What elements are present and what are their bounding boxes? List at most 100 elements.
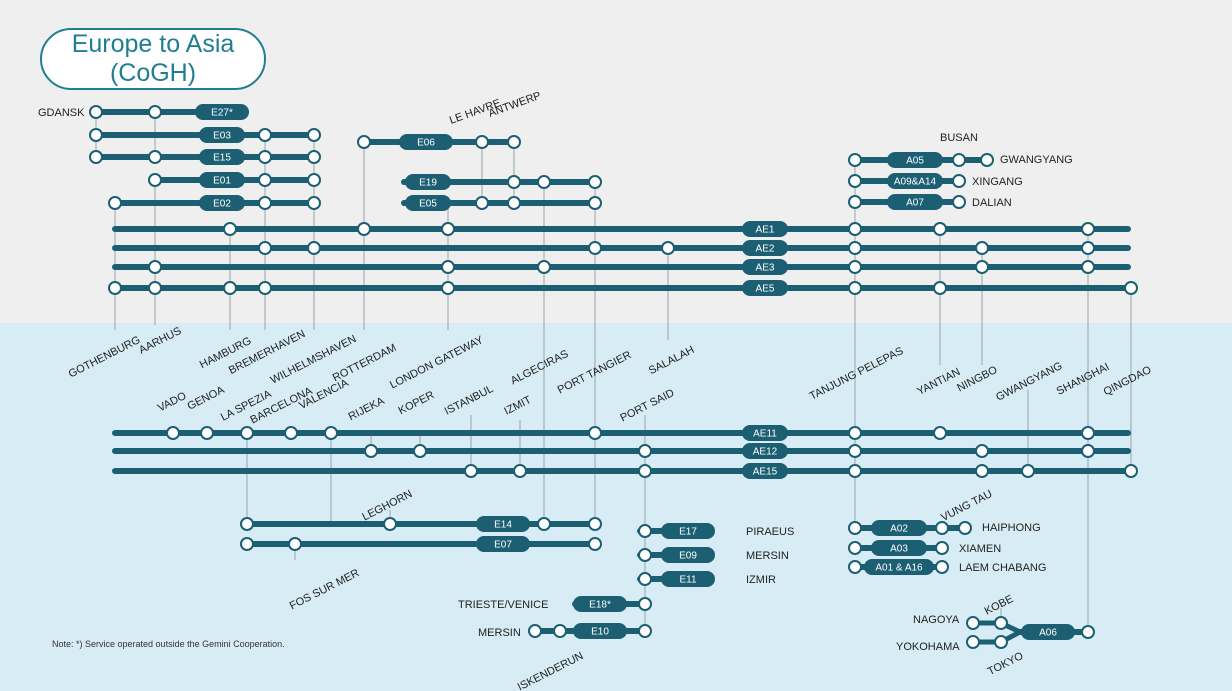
service-pill-shape [742,443,788,459]
service-e09-pill[interactable]: E09 [661,547,715,563]
service-e11-pill[interactable]: E11 [661,571,715,587]
service-ae2-station-6 [975,241,989,255]
service-ae12-station-2 [413,444,427,458]
service-ae5-station-3 [223,281,237,295]
service-e10-pill[interactable]: E10 [573,623,627,639]
service-ae12-station-5 [975,444,989,458]
service-e01-station-2 [258,173,272,187]
service-ae12-pill[interactable]: AE12 [742,443,788,459]
service-ae2-pill[interactable]: AE2 [742,240,788,256]
service-label: A09&A14 [894,177,937,188]
service-pill-shape [661,523,715,539]
service-ae11-station-3 [240,426,254,440]
service-a09-pill[interactable]: A09&A14 [887,173,943,189]
service-ae1-station-4 [848,222,862,236]
port-label-haiphong: HAIPHONG [982,522,1041,534]
service-label: E11 [679,575,696,586]
port-label-gwangyang-mid: GWANGYANG [994,360,1064,404]
service-ae11-station-9 [1081,426,1095,440]
service-e14-station-4 [588,517,602,531]
service-a03-pill[interactable]: A03 [871,540,927,556]
port-label-yokohama: YOKOHAMA [896,641,960,653]
service-ae15-station-3 [638,464,652,478]
port-label-izmir: IZMIR [746,574,776,586]
service-e27-pill[interactable]: E27* [195,104,249,120]
service-a07-pill[interactable]: A07 [887,194,943,210]
service-pill-shape [1021,624,1075,640]
service-ae12-station-3 [638,444,652,458]
port-label-gothenburg: GOTHENBURG [67,334,143,380]
service-e06-station-1 [357,135,371,149]
service-ae15-station-4 [848,464,862,478]
service-e15-pill[interactable]: E15 [199,149,245,165]
service-ae15-pill[interactable]: AE15 [742,463,788,479]
service-ae11-station-5 [324,426,338,440]
service-a05-pill[interactable]: A05 [887,152,943,168]
service-a01-station-1 [848,560,862,574]
service-ae12-station-4 [848,444,862,458]
service-e18-station-1 [638,597,652,611]
service-e17-pill[interactable]: E17 [661,523,715,539]
port-label-kobe: KOBE [983,593,1016,618]
port-label-yantian: YANTIAN [915,366,962,398]
service-pill-shape [742,463,788,479]
port-label-port-said: PORT SAID [618,387,676,424]
service-a09-station-1 [848,174,862,188]
service-a03-station-1 [848,541,862,555]
footnote: Note: *) Service operated outside the Ge… [52,639,285,649]
service-a01-pill[interactable]: A01 & A16 [864,559,934,575]
service-pill-shape [887,173,943,189]
service-label: E10 [591,627,609,638]
service-ae11-pill[interactable]: AE11 [742,425,788,441]
service-ae1-station-3 [441,222,455,236]
service-e07-station-3 [588,537,602,551]
service-e06-station-2 [475,135,489,149]
port-label-xingang: XINGANG [972,176,1023,188]
service-e02-station-3 [307,196,321,210]
service-e14-pill[interactable]: E14 [476,516,530,532]
service-e15-station-2 [148,150,162,164]
service-ae2-station-7 [1081,241,1095,255]
service-e17-station-1 [638,524,652,538]
port-label-koper: KOPER [397,389,437,417]
service-a06-pill[interactable]: A06 [1021,624,1075,640]
service-e06-station-3 [507,135,521,149]
service-label: A07 [906,198,924,209]
service-e05-pill[interactable]: E05 [405,195,451,211]
service-e02-station-1 [108,196,122,210]
service-pill-shape [742,280,788,296]
service-e01-station-1 [148,173,162,187]
service-e05-station-3 [588,196,602,210]
service-ae5-pill[interactable]: AE5 [742,280,788,296]
service-e15-station-4 [307,150,321,164]
service-a02-pill[interactable]: A02 [871,520,927,536]
service-e10-station-2 [553,624,567,638]
service-e07-pill[interactable]: E07 [476,536,530,552]
service-a07-station-2 [952,195,966,209]
service-e01-pill[interactable]: E01 [199,172,245,188]
service-a01-station-2 [935,560,949,574]
service-e18-pill[interactable]: E18* [573,596,627,612]
service-label: E05 [419,199,437,210]
service-ae11-station-6 [588,426,602,440]
service-pill-shape [742,259,788,275]
service-ae5-station-1 [108,281,122,295]
service-pill-shape [864,559,934,575]
service-ae3-pill[interactable]: AE3 [742,259,788,275]
service-e19-pill[interactable]: E19 [405,174,451,190]
service-ae1-station-6 [1081,222,1095,236]
service-ae2-station-1 [258,241,272,255]
service-e03-pill[interactable]: E03 [199,127,245,143]
service-ae1-pill[interactable]: AE1 [742,221,788,237]
service-label: E02 [213,199,231,210]
port-label-laem-chabang: LAEM CHABANG [959,562,1046,574]
service-e03-station-1 [89,128,103,142]
service-e06-pill[interactable]: E06 [399,134,453,150]
service-e07-station-2 [288,537,302,551]
service-pill-shape [742,240,788,256]
service-a05-station-2 [952,153,966,167]
service-e02-pill[interactable]: E02 [199,195,245,211]
service-pill-shape [887,194,943,210]
service-e15-station-1 [89,150,103,164]
